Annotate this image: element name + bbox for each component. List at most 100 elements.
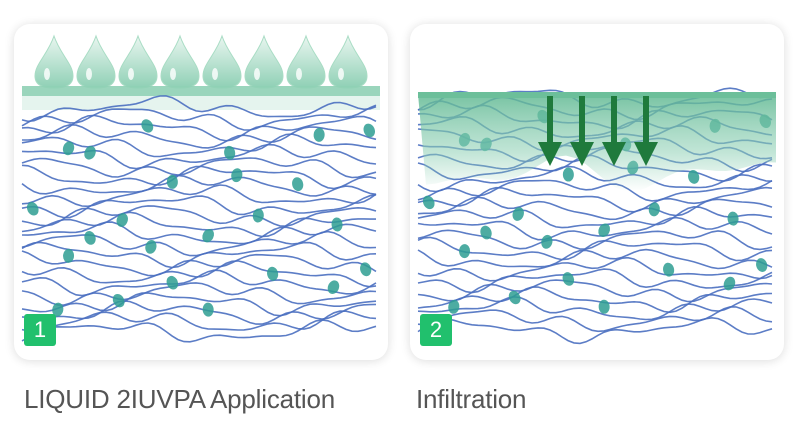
cell: [231, 168, 243, 183]
droplet-icon: [328, 34, 368, 89]
fiber-line: [21, 157, 377, 179]
infiltration-panel: 2: [410, 24, 784, 360]
fiber-line: [21, 205, 377, 228]
fiber-line: [21, 310, 377, 332]
down-arrow-icon: [602, 96, 626, 166]
cell: [62, 141, 75, 156]
cell: [598, 299, 610, 314]
fiber-line: [417, 216, 773, 241]
fiber-line: [21, 143, 377, 170]
droplet-icon: [118, 34, 158, 89]
cell: [224, 145, 236, 160]
cell: [327, 280, 340, 294]
droplet-icon: [244, 34, 284, 89]
cell: [422, 195, 435, 210]
fiber-line: [417, 165, 773, 193]
cell: [562, 272, 575, 286]
cell: [363, 123, 375, 138]
droplet-row: [34, 34, 368, 89]
skin-layer-diagram-infiltration: [417, 87, 776, 345]
cell: [141, 119, 154, 133]
step-badge-2: 2: [420, 314, 452, 346]
fiber-line: [417, 229, 773, 251]
fiber-line: [417, 179, 773, 202]
fiber-line: [21, 250, 377, 277]
droplet-icon: [160, 34, 200, 89]
cell: [202, 228, 215, 243]
fiber-line: [417, 279, 773, 303]
cell: [331, 217, 343, 232]
cell: [252, 208, 264, 223]
fiber-line: [21, 104, 377, 131]
liquid-film: [418, 92, 776, 98]
tissue-cells: [26, 119, 375, 317]
cell: [84, 231, 96, 245]
cell: [26, 202, 39, 216]
fiber-line: [21, 292, 377, 317]
cell: [459, 244, 471, 259]
fiber-line: [21, 241, 377, 269]
cell: [84, 146, 96, 160]
cell: [166, 275, 179, 290]
step-caption-infiltration: Infiltration: [416, 384, 527, 414]
fiber-line: [417, 295, 773, 321]
fiber-line: [21, 269, 377, 297]
cell: [512, 207, 524, 221]
fiber-line: [21, 164, 377, 190]
cell: [360, 262, 372, 277]
cell: [562, 167, 574, 182]
cell: [52, 302, 64, 317]
cell: [63, 248, 75, 263]
cell: [448, 299, 460, 314]
cell: [480, 225, 492, 240]
fiber-line: [417, 256, 773, 282]
cell: [723, 276, 736, 291]
infiltrated-liquid: [418, 94, 776, 192]
cell: [112, 293, 125, 308]
down-arrow-icon: [570, 96, 594, 166]
fiber-line: [22, 123, 377, 149]
down-arrow-icon: [538, 96, 562, 166]
step-badge-1: 1: [24, 314, 56, 346]
cell: [756, 258, 768, 272]
down-arrow-icon: [634, 96, 658, 166]
cell: [663, 262, 675, 277]
fiber-line: [21, 194, 377, 219]
fiber-line: [21, 133, 377, 158]
cell: [688, 169, 700, 184]
cell: [313, 127, 325, 142]
cell: [541, 234, 553, 249]
droplet-icon: [202, 34, 242, 89]
cell: [166, 174, 178, 189]
fiber-line: [417, 316, 773, 345]
cell: [598, 223, 611, 237]
fiber-line: [21, 174, 377, 197]
fiber-line: [21, 114, 377, 142]
cell: [648, 202, 660, 217]
tissue-fibers: [21, 95, 377, 343]
fiber-line: [417, 306, 773, 333]
fiber-line: [21, 299, 377, 325]
fiber-line: [21, 184, 377, 208]
fiber-line: [417, 248, 773, 270]
fiber-line: [417, 236, 773, 262]
fiber-line: [21, 211, 376, 238]
fiber-line: [21, 282, 377, 306]
cell: [202, 302, 214, 317]
application-panel: 1: [14, 24, 388, 360]
fiber-line: [417, 196, 773, 221]
cell: [145, 239, 157, 254]
cell: [508, 290, 521, 305]
fiber-line: [417, 286, 773, 314]
step-caption-application: LIQUID 2IUVPA Application: [24, 384, 336, 414]
skin-layer-diagram-application: [21, 34, 380, 343]
cell: [292, 177, 304, 192]
droplet-icon: [286, 34, 326, 89]
cell: [727, 211, 739, 226]
liquid-film: [22, 86, 380, 96]
fiber-line: [417, 205, 773, 229]
fiber-line: [21, 95, 377, 123]
fiber-line: [417, 268, 773, 294]
droplet-icon: [34, 34, 74, 89]
fiber-line: [21, 319, 377, 343]
